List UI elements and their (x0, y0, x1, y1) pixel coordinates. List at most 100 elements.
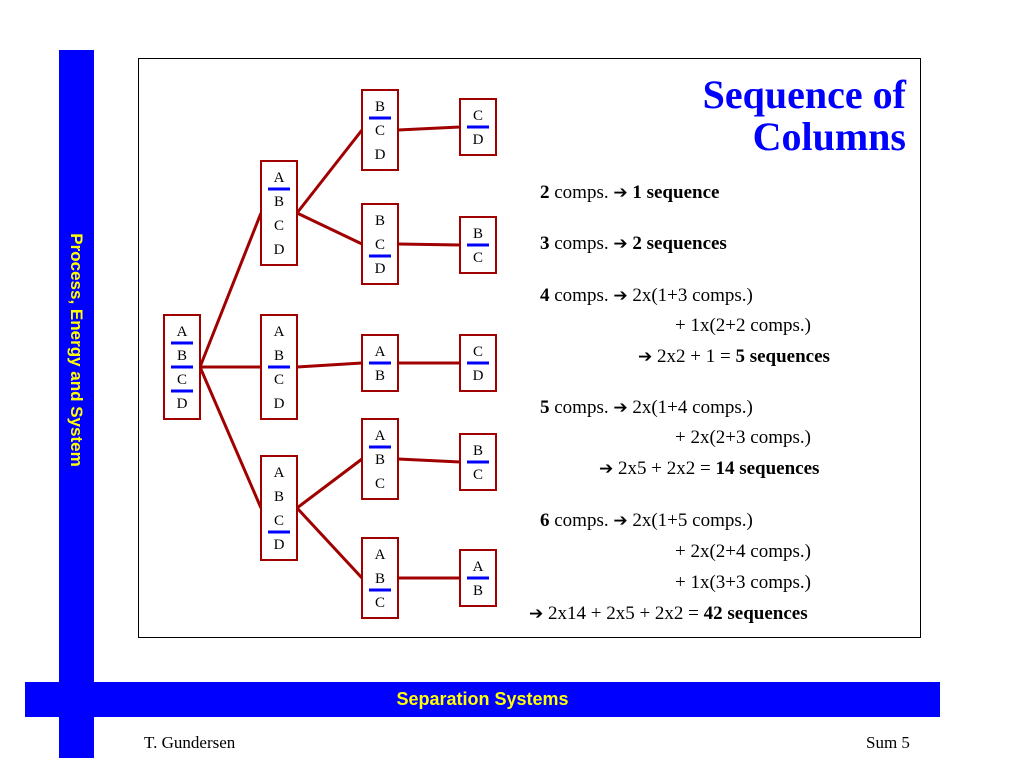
rule-number: 4 (540, 285, 550, 306)
result-expression: 2x14 + 2x5 + 2x2 = (548, 603, 704, 624)
component-letter: B (375, 368, 385, 384)
component-letter: A (274, 324, 285, 340)
rule-6-result: ➔ 2x14 + 2x5 + 2x2 = 42 sequences (529, 603, 808, 625)
component-letter: D (375, 147, 386, 163)
footer-bar: Separation Systems (25, 682, 940, 717)
component-letter: C (274, 218, 284, 234)
footer-title: Separation Systems (396, 689, 569, 709)
component-letter: B (473, 226, 483, 242)
connector-line (296, 457, 363, 510)
component-letter: B (473, 443, 483, 459)
connector-line (397, 242, 461, 247)
slide-title-line-2: Columns (752, 114, 906, 159)
rule-4-term-2: + 1x(2+2 comps.) (675, 315, 811, 336)
rule-word: comps. (554, 510, 609, 531)
column-box-l2: BC (459, 216, 497, 274)
component-letter: D (274, 242, 285, 258)
result-total: 5 sequences (735, 346, 830, 367)
result-expression: 2x2 + 1 = (657, 346, 736, 367)
component-letter: C (473, 467, 483, 483)
connector-line (198, 366, 263, 509)
rule-4-comps: 4 comps. ➔ 2x(1+3 comps.) (540, 285, 753, 307)
rule-number: 3 (540, 233, 550, 254)
rule-term: 2x(1+5 comps.) (632, 510, 753, 531)
component-letter: D (177, 396, 188, 412)
column-box-frame (260, 455, 298, 561)
component-letter: A (473, 559, 484, 575)
connector-line (397, 457, 461, 464)
rule-3-comps: 3 comps. ➔ 2 sequences (540, 233, 727, 255)
connector-line (295, 506, 364, 580)
component-letter: A (177, 324, 188, 340)
component-letter: B (274, 489, 284, 505)
column-box-n1b: BCD (361, 203, 399, 285)
rule-5-comps: 5 comps. ➔ 2x(1+4 comps.) (540, 397, 753, 419)
column-box-n3a: ABC (361, 418, 399, 500)
component-letter: A (375, 428, 386, 444)
rule-5-result: ➔ 2x5 + 2x2 = 14 sequences (599, 458, 819, 480)
rule-number: 2 (540, 182, 550, 203)
rule-word: comps. (554, 233, 609, 254)
component-letter: C (375, 476, 385, 492)
column-box-frame (361, 418, 399, 500)
component-letter: C (375, 123, 385, 139)
component-letter: C (473, 108, 483, 124)
column-box-frame (260, 314, 298, 420)
component-letter: D (375, 261, 386, 277)
component-letter: B (274, 348, 284, 364)
arrow-right-icon: ➔ (613, 183, 628, 203)
component-letter: C (274, 372, 284, 388)
left-accent-bar (59, 50, 94, 758)
component-letter: D (274, 537, 285, 553)
component-letter: C (375, 237, 385, 253)
rule-6-comps: 6 comps. ➔ 2x(1+5 comps.) (540, 510, 753, 532)
component-letter: A (375, 547, 386, 563)
column-box-n2a: AB (361, 334, 399, 392)
connector-line (296, 361, 363, 369)
column-box-l3: CD (459, 334, 497, 392)
page-number: Sum 5 (866, 733, 910, 752)
rule-result: 1 sequence (632, 182, 720, 203)
component-letter: C (274, 513, 284, 529)
column-box-l5: AB (459, 549, 497, 607)
connector-line (397, 125, 461, 132)
arrow-right-icon: ➔ (529, 604, 544, 624)
component-letter: B (274, 194, 284, 210)
component-letter: B (375, 213, 385, 229)
component-letter: C (375, 595, 385, 611)
arrow-right-icon: ➔ (613, 286, 628, 306)
component-letter: A (274, 465, 285, 481)
connector-line (198, 212, 263, 368)
rule-2-comps: 2 comps. ➔ 1 sequence (540, 182, 719, 204)
rule-result: 2 sequences (632, 233, 727, 254)
rule-5-term-2: + 2x(2+3 comps.) (675, 427, 811, 448)
rule-number: 5 (540, 397, 550, 418)
result-total: 14 sequences (715, 458, 820, 479)
arrow-right-icon: ➔ (613, 511, 628, 531)
component-letter: C (177, 372, 187, 388)
rule-word: comps. (554, 285, 609, 306)
component-letter: D (473, 368, 484, 384)
rule-6-term-2: + 2x(2+4 comps.) (675, 541, 811, 562)
component-letter: B (375, 452, 385, 468)
result-expression: 2x5 + 2x2 = (618, 458, 716, 479)
column-box-l4: BC (459, 433, 497, 491)
arrow-right-icon: ➔ (599, 459, 614, 479)
column-box-n1a: BCD (361, 89, 399, 171)
result-total: 42 sequences (703, 603, 808, 624)
author-name: T. Gundersen (144, 733, 236, 752)
component-letter: B (177, 348, 187, 364)
slide-title: Sequence of Columns (703, 74, 906, 158)
component-letter: C (473, 344, 483, 360)
column-box-n3b: ABC (361, 537, 399, 619)
component-letter: B (473, 583, 483, 599)
component-letter: D (473, 132, 484, 148)
rule-4-result: ➔ 2x2 + 1 = 5 sequences (638, 346, 830, 368)
rule-6-term-3: + 1x(3+3 comps.) (675, 572, 811, 593)
column-box-l1: CD (459, 98, 497, 156)
